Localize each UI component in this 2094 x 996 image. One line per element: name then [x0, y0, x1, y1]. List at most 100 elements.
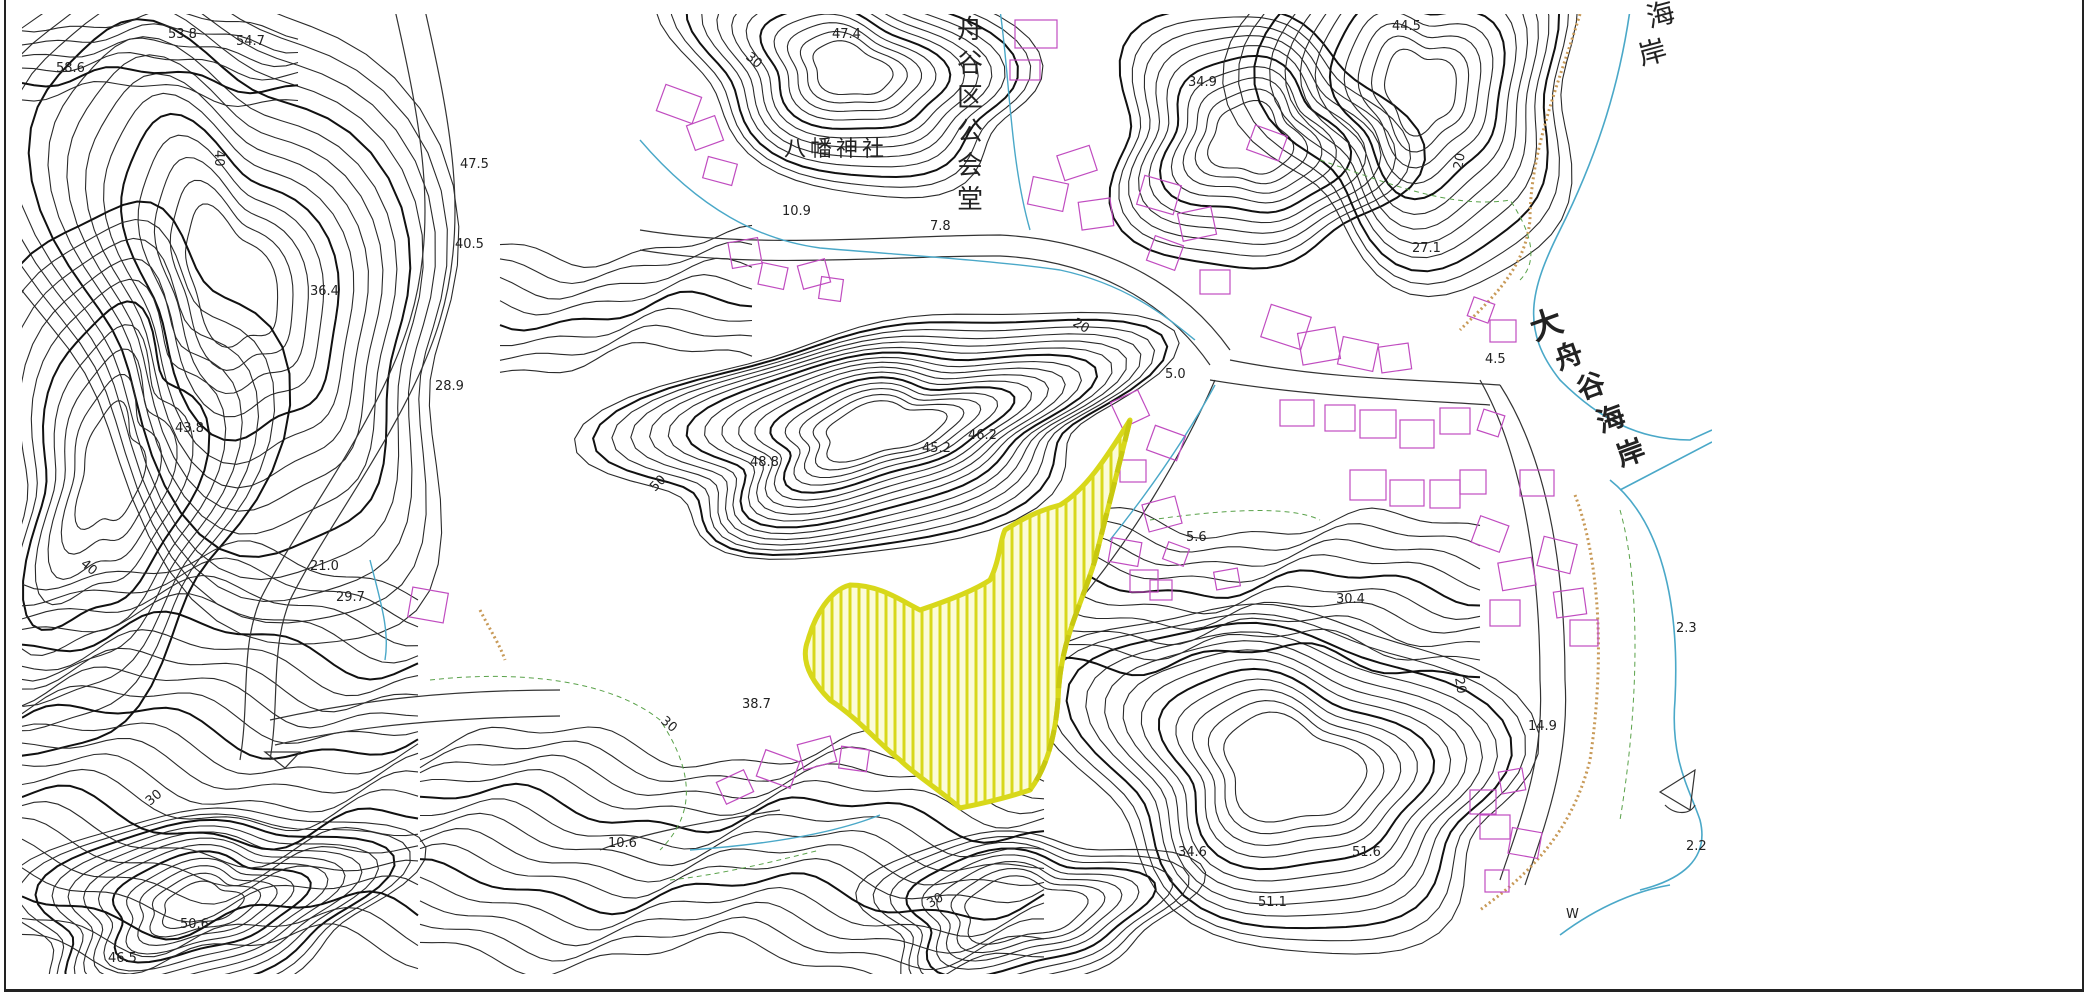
contour-line: [22, 557, 419, 628]
spot-height: 10.9: [782, 204, 811, 219]
contour-label: 40: [211, 150, 226, 167]
spot-height: 10.6: [608, 836, 637, 851]
contour-label: 40: [77, 557, 99, 579]
building: [1349, 469, 1387, 501]
contour-line: [1191, 689, 1402, 847]
building: [757, 261, 789, 291]
contour-line: [1128, 25, 1397, 245]
contour-line: [1104, 640, 1483, 905]
contour-line: [137, 865, 278, 946]
contour-line: [1122, 649, 1468, 894]
contour-line: [1182, 77, 1323, 194]
building: [1260, 303, 1312, 351]
contour-line: [1299, 14, 1529, 230]
building: [1026, 175, 1070, 213]
contour-line: [685, 14, 1019, 179]
contour-line: [1059, 582, 1481, 620]
contour-line: [74, 400, 147, 530]
contour-line: [499, 324, 753, 361]
building: [1336, 335, 1380, 373]
contour-line: [1170, 66, 1337, 204]
contour-line: [103, 92, 355, 465]
contour-line: [905, 847, 1157, 974]
contour-line: [419, 900, 1044, 954]
contour-line: [22, 867, 419, 923]
contour-line: [1059, 562, 1481, 607]
spot-height: 7.8: [930, 219, 951, 234]
contour-line: [22, 703, 419, 760]
contour-line: [22, 540, 419, 601]
contour-line: [149, 872, 262, 938]
spot-height: 45.2: [922, 441, 951, 456]
contour-line: [1284, 14, 1539, 244]
building: [1459, 469, 1487, 495]
contour-line: [1138, 35, 1382, 234]
map-label-char: 谷: [1572, 365, 1611, 406]
building: [796, 258, 832, 290]
spot-height: W: [1566, 907, 1579, 922]
spot-height: 36.4: [310, 284, 339, 299]
spot-height: 46.5: [108, 951, 137, 966]
contour-line: [419, 858, 1045, 921]
contour-line: [22, 923, 419, 974]
contour-line: [964, 875, 1089, 945]
contour-line: [22, 37, 299, 68]
contour-line: [499, 257, 753, 300]
contour-line: [22, 906, 419, 958]
contour-line: [22, 890, 419, 941]
contour-line: [1207, 100, 1295, 175]
coast-top-label: 海岸: [1635, 0, 1679, 72]
contour-line: [22, 23, 299, 54]
contour-line: [1370, 35, 1470, 153]
contour-line: [1175, 678, 1418, 858]
contour-line: [34, 818, 396, 974]
building: [1109, 389, 1151, 429]
building: [701, 155, 739, 187]
contour-label: 20: [1070, 315, 1092, 336]
spot-height: 5.6: [1186, 530, 1207, 545]
building: [1135, 174, 1183, 216]
contour-line: [499, 274, 753, 316]
building: [1489, 319, 1517, 343]
contour-line: [812, 393, 965, 471]
building: [1009, 59, 1041, 81]
contour-line: [1140, 658, 1452, 882]
contour-line: [419, 843, 1045, 904]
building: [1245, 124, 1289, 162]
building: [1212, 567, 1242, 591]
contour-line: [22, 722, 419, 775]
contour-line: [784, 382, 999, 486]
building: [755, 748, 801, 790]
map-label-char: 舟: [957, 15, 983, 45]
contour-line: [22, 753, 419, 813]
contour-line: [1157, 667, 1436, 871]
building: [727, 236, 763, 270]
building: [1466, 296, 1496, 324]
contour-line: [419, 876, 1045, 938]
contour-line: [592, 318, 1169, 557]
contour-line: [786, 22, 923, 112]
contour-line: [419, 931, 1045, 974]
building: [1141, 495, 1183, 533]
spot-height: 54.7: [236, 34, 265, 49]
contour-line: [27, 18, 412, 558]
contour-line: [936, 860, 1123, 962]
building: [817, 275, 845, 303]
contour-line: [161, 880, 245, 929]
contour-line: [685, 351, 1099, 529]
contour-line: [1059, 601, 1481, 634]
contour-line: [855, 830, 1207, 974]
contour-line: [889, 841, 1173, 974]
contour-line: [22, 666, 419, 729]
building: [1119, 459, 1147, 483]
contour-line: [184, 203, 279, 349]
contour-line: [22, 629, 419, 697]
contour-line: [1222, 14, 1578, 298]
spot-height: 53.8: [168, 27, 197, 42]
map-label-char: 海: [1643, 0, 1679, 34]
spot-height: 51.1: [1258, 895, 1287, 910]
contour-line: [1238, 14, 1569, 285]
contour-line: [22, 257, 243, 682]
contour-line: [745, 14, 965, 139]
